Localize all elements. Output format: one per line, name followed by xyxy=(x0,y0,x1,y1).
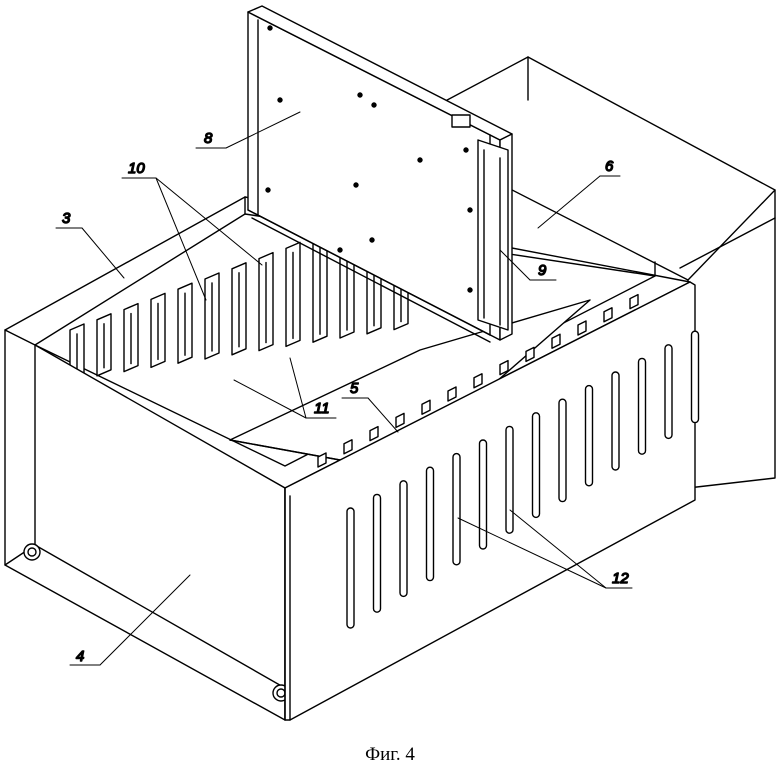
board-hole xyxy=(337,247,343,253)
board-hole xyxy=(353,182,359,188)
callout-3: 3 xyxy=(62,210,71,227)
vent-slot xyxy=(372,493,382,613)
callout-4: 4 xyxy=(76,648,84,665)
vent-slot xyxy=(558,398,567,503)
rear-guide-slots xyxy=(317,293,639,468)
board-hole xyxy=(371,102,377,108)
rear-slot xyxy=(473,373,483,389)
rear-slot xyxy=(525,346,535,363)
board-hole xyxy=(357,92,363,98)
board-hole xyxy=(267,25,273,31)
rear-slot xyxy=(343,439,353,455)
ventilation-slots xyxy=(346,330,700,629)
board-hole xyxy=(467,287,473,293)
board-hole xyxy=(277,97,283,103)
rear-slot xyxy=(395,412,405,429)
callout-6: 6 xyxy=(605,158,614,175)
board-hole xyxy=(369,237,375,243)
board-hole xyxy=(265,187,271,193)
callout-11: 11 xyxy=(314,400,330,417)
rear-slot xyxy=(551,333,561,349)
rear-slot xyxy=(369,425,379,442)
callout-8: 8 xyxy=(204,130,213,147)
vent-slot xyxy=(584,384,594,487)
vent-slot xyxy=(452,452,461,566)
board-handle xyxy=(451,114,509,331)
rear-slot xyxy=(499,359,509,376)
leader-lines xyxy=(55,111,633,666)
vent-slot xyxy=(346,507,355,629)
rear-slot xyxy=(447,386,457,402)
rear-slot xyxy=(421,399,431,415)
callout-10: 10 xyxy=(128,160,145,177)
vent-slot xyxy=(531,412,541,519)
board-hole xyxy=(467,207,473,213)
callout-9: 9 xyxy=(538,262,547,279)
vent-slot xyxy=(664,344,673,440)
callout-12: 12 xyxy=(612,570,629,587)
vent-slot xyxy=(425,466,435,582)
vent-slot xyxy=(478,439,488,550)
vent-slot xyxy=(637,357,647,455)
vent-slot xyxy=(399,480,408,598)
rear-slot xyxy=(603,307,613,323)
vent-slot xyxy=(690,330,700,424)
vent-slot xyxy=(611,371,620,471)
vent-slot xyxy=(505,425,514,534)
callout-5: 5 xyxy=(350,380,359,397)
rear-slot xyxy=(577,320,587,336)
board-hole xyxy=(463,147,469,153)
rear-slot xyxy=(317,452,327,468)
rear-slot xyxy=(629,293,639,310)
front-fastener-left xyxy=(23,543,41,561)
board-mounting-holes xyxy=(265,25,473,293)
figure-caption: Фиг. 4 xyxy=(365,744,415,765)
board-hole xyxy=(417,157,423,163)
